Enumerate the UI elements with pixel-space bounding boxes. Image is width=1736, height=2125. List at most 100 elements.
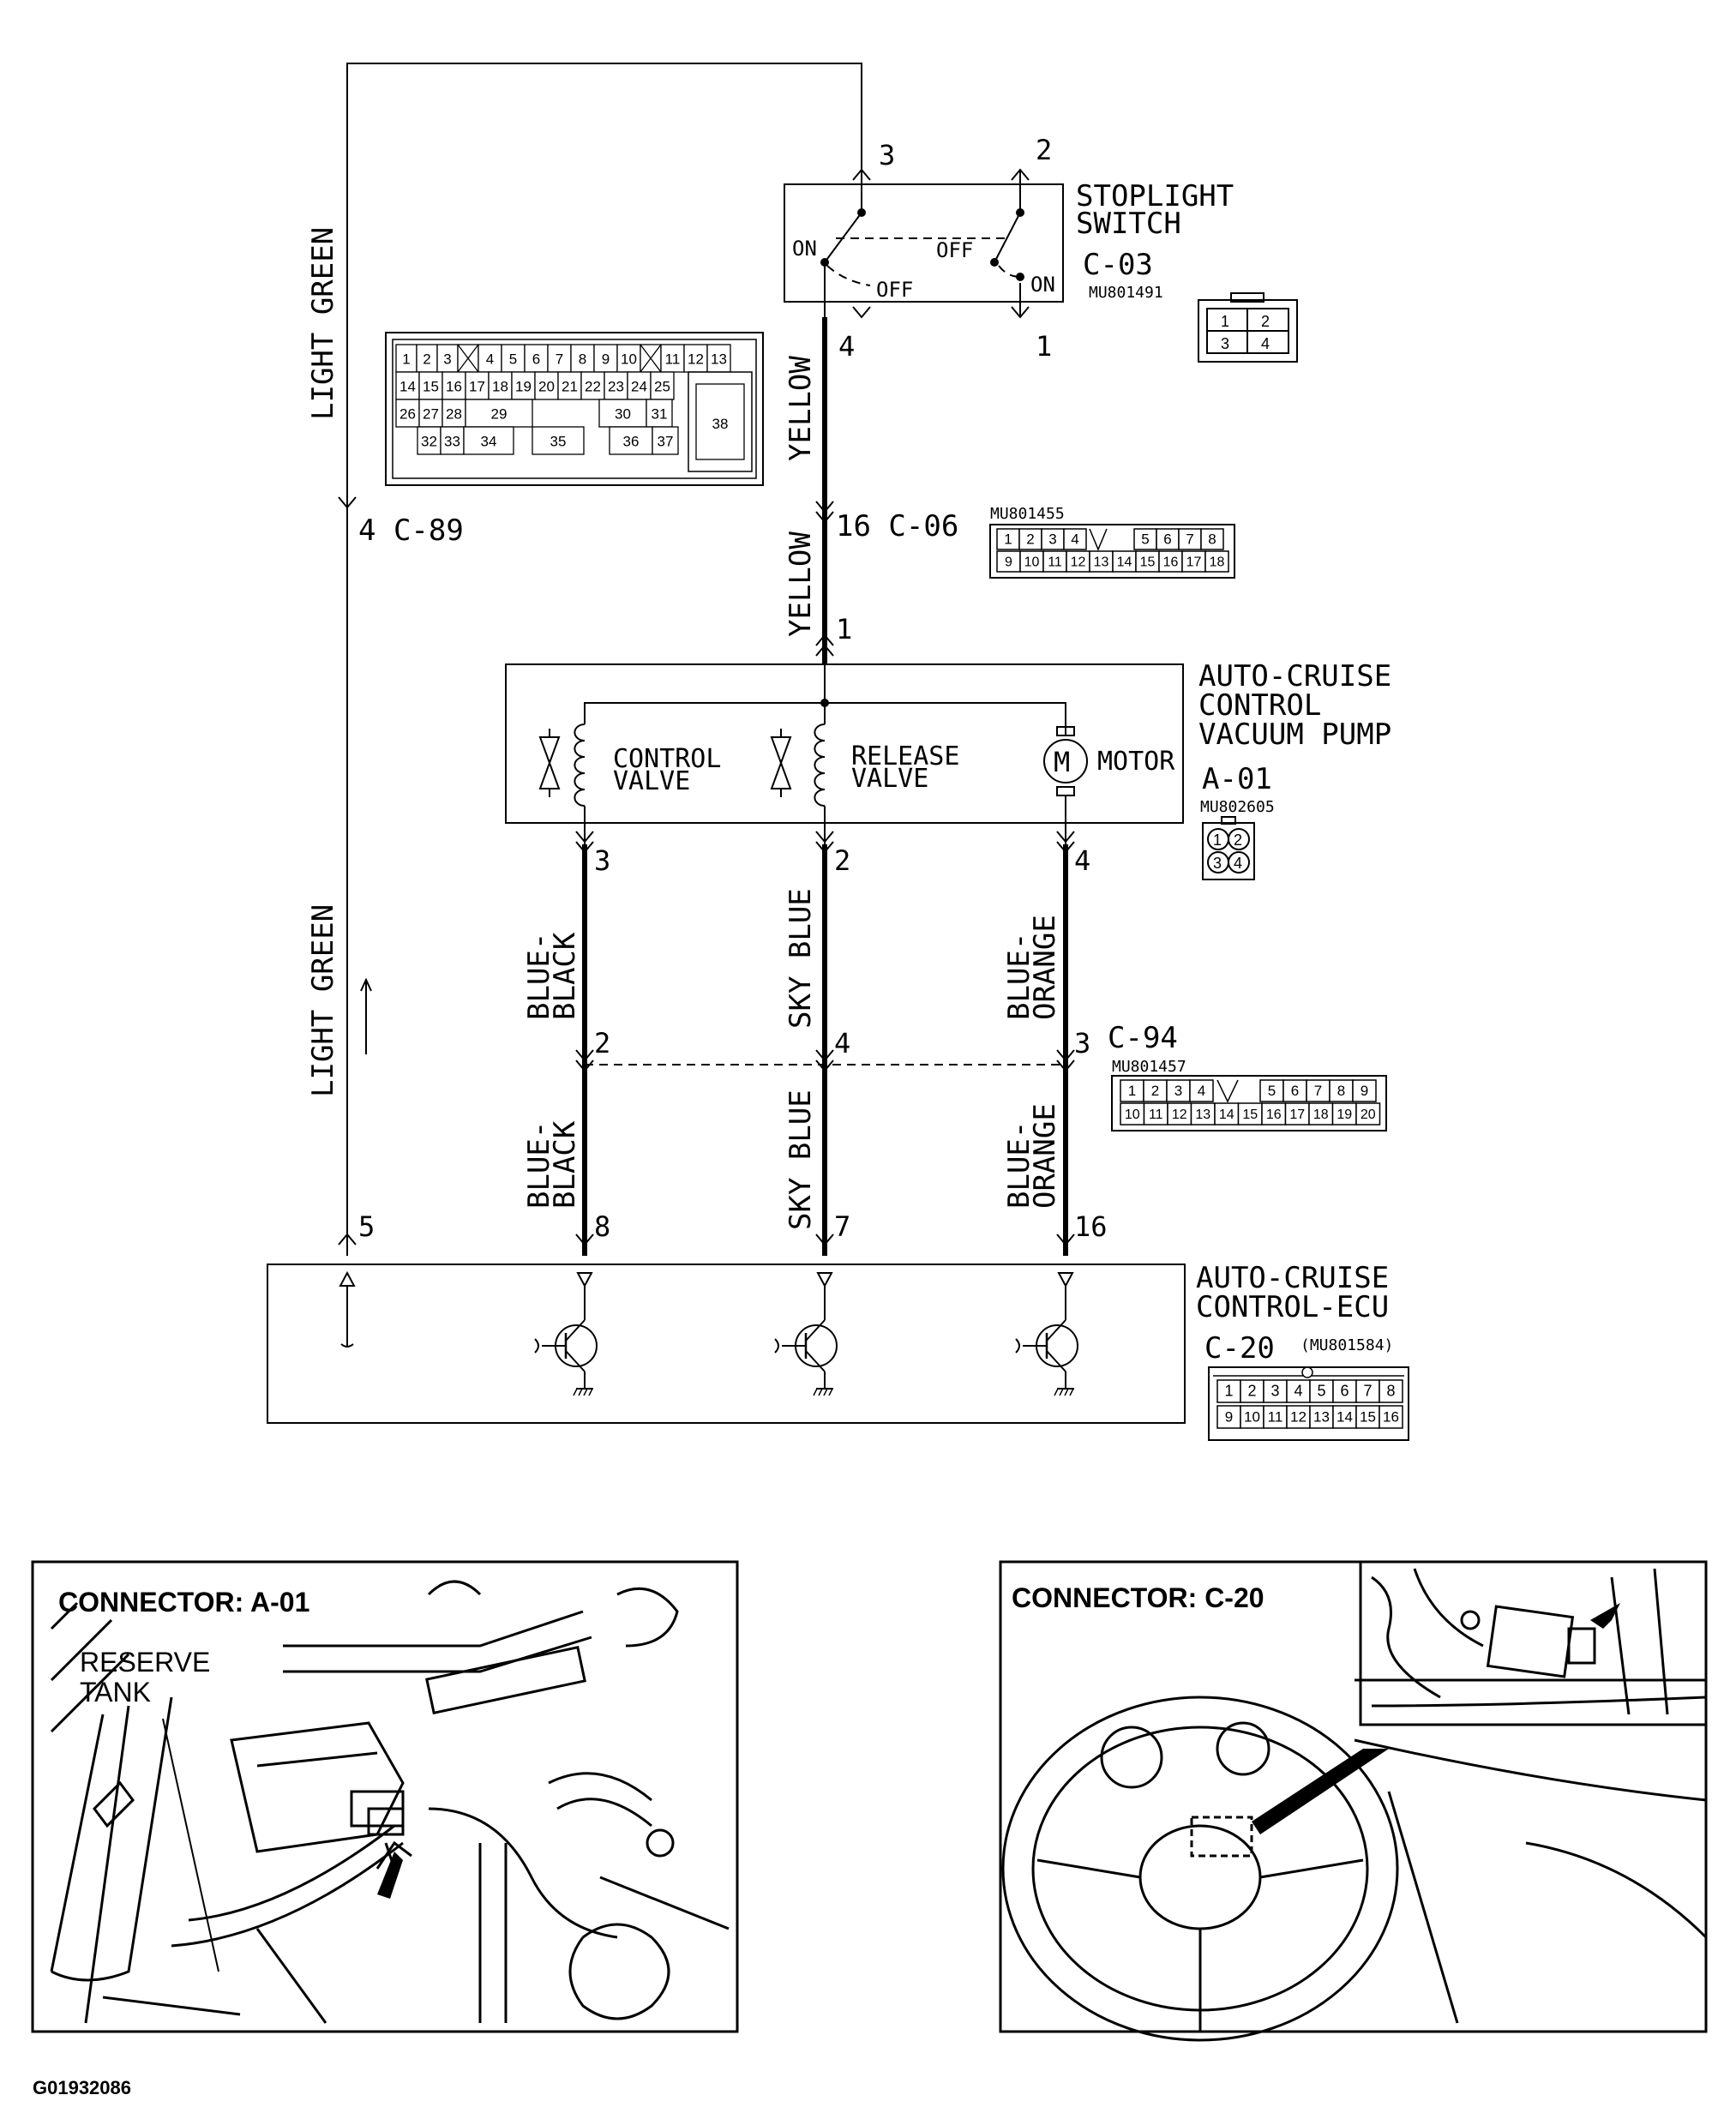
ecu-input-arrow xyxy=(576,1272,593,1288)
connector-c20-photo xyxy=(999,1560,1708,2042)
stoplight-pin-4: 4 xyxy=(838,330,855,363)
c06-pin-14: 14 xyxy=(1117,555,1132,569)
light-green-wire xyxy=(338,63,862,1256)
c94-pin-2: 2 xyxy=(594,1027,610,1059)
c20-pin-12: 12 xyxy=(1290,1409,1307,1426)
c89-pin-21: 21 xyxy=(562,378,578,394)
c94-pin-1: 1 xyxy=(1128,1083,1136,1099)
stoplight-title-line1: STOPLIGHT xyxy=(1076,179,1234,213)
c89-pin-27: 27 xyxy=(423,405,439,422)
connector-a01-photo xyxy=(31,1560,739,2033)
c89-pin-1: 1 xyxy=(402,351,410,367)
pump-title-line3: VACUUM PUMP xyxy=(1198,717,1391,752)
c89-pin-19: 19 xyxy=(515,378,532,394)
c94-pin-10: 10 xyxy=(1125,1108,1140,1122)
c89-pin-32: 32 xyxy=(421,433,437,449)
c89-pin-34: 34 xyxy=(481,433,497,449)
a01-pin-3: 3 xyxy=(1213,855,1222,872)
c89-label: 4 C-89 xyxy=(358,513,464,548)
c89-pin-17: 17 xyxy=(469,378,485,394)
c20-pin-11: 11 xyxy=(1268,1409,1283,1426)
ecu-title-line1: AUTO-CRUISE xyxy=(1196,1261,1389,1295)
c89-pin-38: 38 xyxy=(712,416,729,432)
lower-wires xyxy=(575,831,1075,1256)
wire-label-light-green-upper: LIGHT GREEN xyxy=(306,227,340,420)
ecu-pin-8: 8 xyxy=(594,1210,610,1243)
stoplight-on-right: ON xyxy=(1030,273,1055,297)
c89-pin-35: 35 xyxy=(550,433,567,449)
pump-pin-2: 2 xyxy=(834,844,850,877)
c89-pin-5: 5 xyxy=(509,351,517,367)
c89-pin-2: 2 xyxy=(423,351,430,367)
ecu-pin-5: 5 xyxy=(358,1210,375,1243)
ecu-connector-id: C-20 xyxy=(1204,1331,1275,1366)
c94-part-number: MU801457 xyxy=(1112,1058,1186,1076)
c89-pin-15: 15 xyxy=(423,378,439,394)
wire-label-blue-black-upper-2: BLACK xyxy=(548,932,582,1020)
connector-a01-title: CONNECTOR: A-01 xyxy=(58,1587,309,1618)
c89-pin-16: 16 xyxy=(446,378,462,394)
c89-pin-14: 14 xyxy=(399,378,416,394)
wire-label-blue-black-upper-1: BLUE- xyxy=(522,933,556,1020)
c20-pin-4: 4 xyxy=(1294,1383,1302,1400)
pump-pin-1: 1 xyxy=(836,613,852,645)
c89-pin-9: 9 xyxy=(602,351,610,367)
reserve-tank-label-line2: TANK xyxy=(80,1677,151,1708)
c03-pin-3: 3 xyxy=(1221,335,1229,352)
c94-pin-16: 16 xyxy=(1266,1108,1282,1122)
stoplight-connector-id: C-03 xyxy=(1083,248,1153,282)
c89-pin-18: 18 xyxy=(492,378,508,394)
wire-label-blue-black-lower-2: BLACK xyxy=(548,1120,582,1209)
c94-pin-11: 11 xyxy=(1149,1108,1163,1122)
c89-pin-24: 24 xyxy=(631,378,647,394)
c06-pin-17: 17 xyxy=(1186,555,1202,569)
c89-pin-25: 25 xyxy=(654,378,670,394)
c94-pin-20: 20 xyxy=(1361,1108,1376,1122)
c06-pin-16: 16 xyxy=(1163,555,1179,569)
c06-pin-3: 3 xyxy=(1048,531,1056,547)
c94-pin-9: 9 xyxy=(1361,1083,1368,1099)
c20-pin-16: 16 xyxy=(1383,1409,1399,1426)
c03-pin-4: 4 xyxy=(1261,335,1270,352)
wire-label-blue-orange-lower-1: BLUE- xyxy=(1002,1121,1036,1209)
c20-pin-10: 10 xyxy=(1244,1409,1260,1426)
c06-pin-1: 1 xyxy=(1004,531,1012,547)
stoplight-off-left: OFF xyxy=(876,278,913,302)
stoplight-pin-3: 3 xyxy=(879,139,895,171)
pump-pin-4: 4 xyxy=(1074,844,1090,877)
wire-label-yellow-upper: YELLOW xyxy=(784,356,818,461)
c06-label: 16 C-06 xyxy=(836,509,958,543)
c06-pin-2: 2 xyxy=(1026,531,1034,547)
c89-pin-7: 7 xyxy=(556,351,563,367)
c94-pin-19: 19 xyxy=(1337,1108,1352,1122)
a01-pin-4: 4 xyxy=(1234,855,1242,872)
c20-pin-2: 2 xyxy=(1247,1383,1256,1400)
c06-pin-11: 11 xyxy=(1048,555,1062,569)
c94-pin-5: 5 xyxy=(1268,1083,1276,1099)
ecu-part-number: (MU801584) xyxy=(1300,1336,1393,1354)
c89-pin-12: 12 xyxy=(688,351,704,367)
ecu-input-arrow xyxy=(816,1272,833,1288)
control-valve-label-line1: CONTROL xyxy=(613,744,721,774)
figure-id: G01932086 xyxy=(33,2077,131,2098)
ecu-input-arrow xyxy=(1057,1272,1074,1288)
c20-pin-15: 15 xyxy=(1360,1409,1376,1426)
c06-pin-13: 13 xyxy=(1094,555,1109,569)
c89-pin-20: 20 xyxy=(538,378,555,394)
stoplight-on-left: ON xyxy=(792,237,817,261)
a01-pin-2: 2 xyxy=(1234,831,1242,849)
c06-pin-10: 10 xyxy=(1024,555,1040,569)
c89-pin-28: 28 xyxy=(446,405,462,422)
stoplight-off-right: OFF xyxy=(936,238,973,262)
pump-connector-id: A-01 xyxy=(1202,762,1272,796)
c89-pin-10: 10 xyxy=(621,351,637,367)
c94-pin-17: 17 xyxy=(1289,1108,1305,1122)
c89-pin-6: 6 xyxy=(532,351,540,367)
wire-label-blue-orange-lower-2: ORANGE xyxy=(1028,1103,1062,1209)
c94-pin-12: 12 xyxy=(1172,1108,1187,1122)
pump-connector-face xyxy=(1202,816,1255,880)
c06-part-number: MU801455 xyxy=(990,505,1065,523)
